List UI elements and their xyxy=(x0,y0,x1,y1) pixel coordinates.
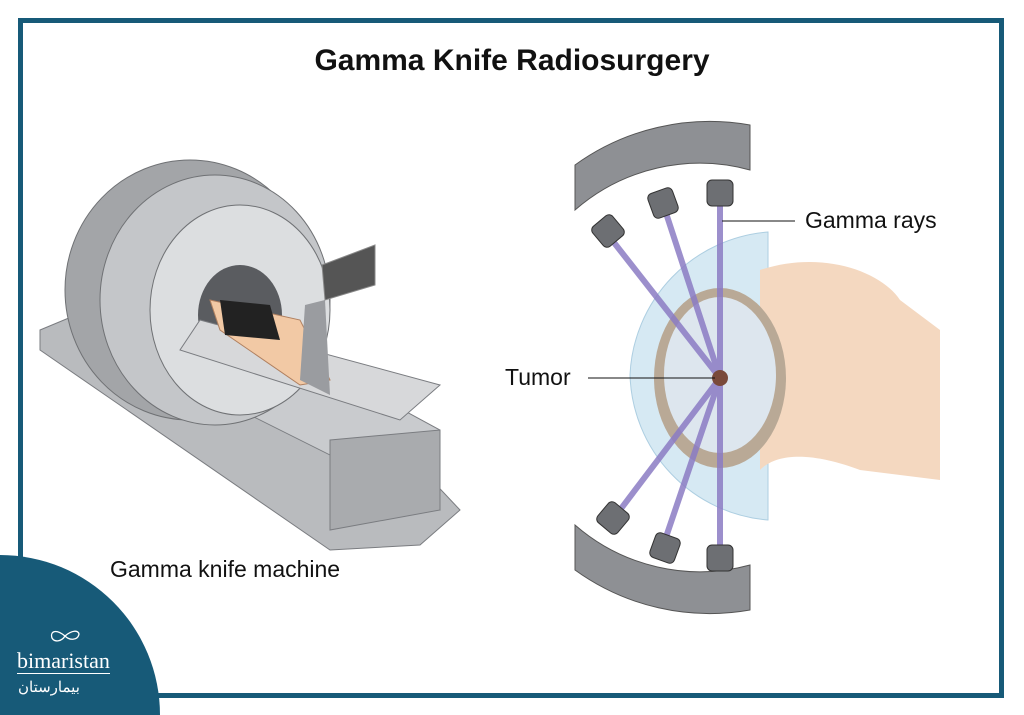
tumor-mark xyxy=(712,370,728,386)
machine-label: Gamma knife machine xyxy=(110,556,341,582)
head-diagram-illustration xyxy=(574,120,940,615)
tumor-label: Tumor xyxy=(505,364,571,390)
gamma-knife-machine-illustration xyxy=(39,159,461,551)
logo-arabic-text: بيمارستان xyxy=(18,679,80,696)
logo-text: bimaristan xyxy=(17,648,110,674)
diagram-title: Gamma Knife Radiosurgery xyxy=(314,44,710,77)
gamma-rays-label: Gamma rays xyxy=(805,207,937,233)
logo-background xyxy=(0,555,160,715)
logo-butterfly-icon xyxy=(50,630,80,642)
diagram-frame xyxy=(18,18,1004,698)
